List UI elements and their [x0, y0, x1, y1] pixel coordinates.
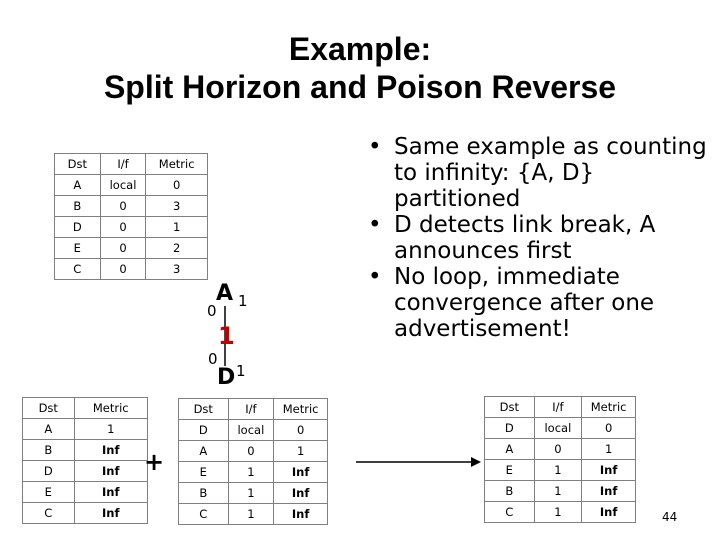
node-d-if-1: 1	[236, 362, 246, 380]
page-number: 44	[662, 510, 678, 524]
node-d: D	[217, 365, 236, 390]
table-header-cell: Dst	[54, 153, 101, 175]
table-cell: 0	[99, 258, 147, 280]
table-cell: C	[54, 258, 101, 280]
table-cell: local	[99, 174, 147, 196]
title-line-2: Split Horizon and Poison Reverse	[103, 69, 617, 105]
table-cell: Inf	[273, 461, 328, 483]
node-a: A	[216, 281, 234, 306]
arrow-head-icon	[471, 457, 481, 467]
table-cell: 3	[145, 258, 208, 280]
node-a-if-1: 1	[238, 292, 248, 310]
bullet-list: Same example as counting to infinity: {A…	[362, 134, 712, 342]
table-header-cell: I/f	[99, 153, 147, 175]
title-line-1: Example:	[288, 31, 432, 67]
bullet-item: No loop, immediate convergence after one…	[362, 264, 712, 342]
table-cell: Inf	[273, 482, 328, 504]
slide-title: Example: Split Horizon and Poison Revers…	[0, 30, 720, 106]
table-header-cell: Metric	[145, 153, 208, 175]
link-cost: 1	[218, 322, 235, 350]
table-cell: Inf	[73, 502, 149, 524]
table-cell: C	[22, 502, 75, 524]
table-cell: Inf	[73, 481, 149, 503]
bullet-item: Same example as counting to infinity: {A…	[362, 134, 712, 212]
table-cell: Inf	[581, 459, 636, 481]
table-cell: local	[533, 417, 583, 439]
table-header-cell: Metric	[581, 396, 636, 418]
node-a-if-0: 0	[207, 302, 217, 320]
table-cell: Inf	[273, 503, 328, 525]
table-cell: 1	[227, 503, 275, 525]
plus-sign: +	[144, 448, 165, 476]
table-header-cell: Dst	[22, 397, 75, 419]
table-cell: Inf	[581, 480, 636, 502]
table-cell: Inf	[581, 501, 636, 523]
bullet-item: D detects link break, A announces first	[362, 212, 712, 264]
node-d-if-0: 0	[208, 350, 218, 368]
table-cell: C	[178, 503, 229, 525]
table-cell: Inf	[73, 460, 149, 482]
